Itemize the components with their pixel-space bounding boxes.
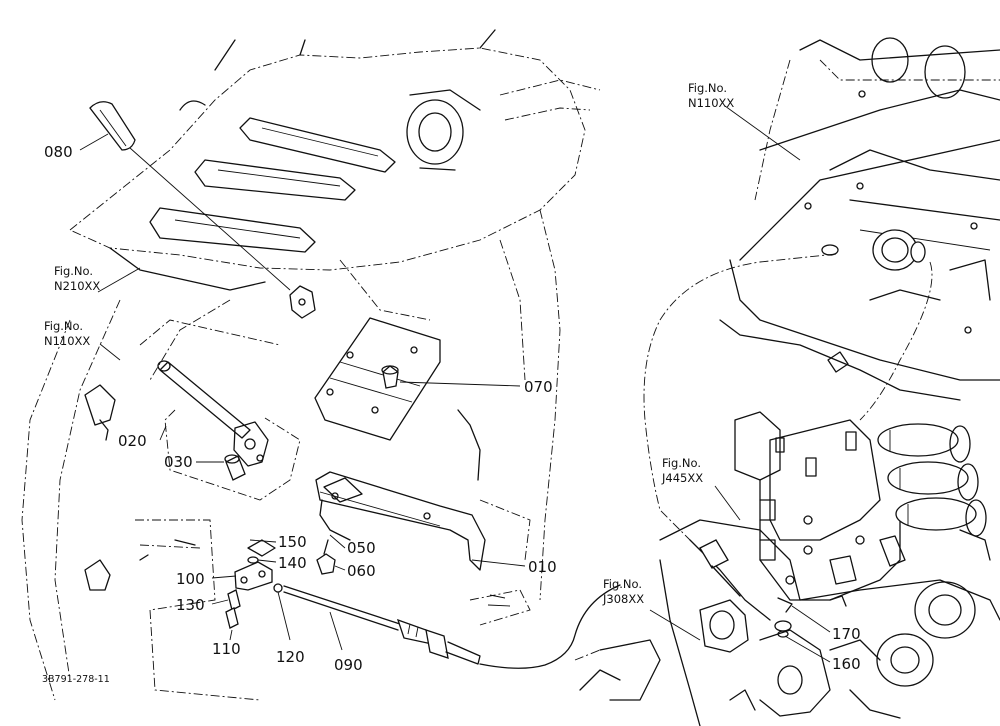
main-bracket (315, 471, 486, 571)
clevis (225, 539, 283, 629)
cable-end (689, 539, 847, 638)
fig-ref-j308xx-line2: J308XX (602, 592, 644, 606)
figure-references: Fig.No. N210XX Fig.No. N110XX Fig.No. N1… (44, 81, 734, 606)
fig-ref-n210xx-line1: Fig.No. (54, 264, 93, 278)
fig-ref-j308xx-line1: Fig.No. (603, 577, 642, 591)
fig-ref-n110xx-left-line2: N110XX (44, 334, 90, 348)
part-label-060: 060 (347, 562, 376, 580)
part-labels: 080 070 020 030 150 050 140 060 010 100 … (44, 143, 861, 674)
part-label-050: 050 (347, 539, 376, 557)
valve-body (574, 519, 1000, 726)
part-label-120: 120 (276, 648, 305, 666)
part-label-020: 020 (118, 432, 147, 450)
shift-lever (139, 319, 301, 501)
cable-route (479, 253, 933, 669)
lever-knob (89, 101, 291, 291)
part-label-140: 140 (278, 554, 307, 572)
part-label-070: 070 (524, 378, 553, 396)
bushing (224, 454, 246, 481)
part-label-110: 110 (212, 640, 241, 658)
fig-ref-n210xx-line2: N210XX (54, 279, 100, 293)
fig-ref-n110xx-left-line1: Fig.No. (44, 319, 83, 333)
valve-assembly (734, 411, 991, 601)
small-bracket (289, 285, 316, 319)
drawing-code: 3B791-278-11 (42, 674, 110, 685)
part-label-030: 030 (164, 453, 193, 471)
part-label-080: 080 (44, 143, 73, 161)
fig-ref-n110xx-right-line1: Fig.No. (688, 81, 727, 95)
fender-panel (69, 29, 601, 291)
upper-plate (314, 317, 441, 441)
part-label-100: 100 (176, 570, 205, 588)
part-label-090: 090 (334, 656, 363, 674)
fig-ref-n110xx-right-line2: N110XX (688, 96, 734, 110)
left-frame (21, 209, 561, 701)
part-label-170: 170 (832, 625, 861, 643)
fig-ref-j445xx-line1: Fig.No. (662, 456, 701, 470)
control-cable (283, 585, 481, 665)
part-label-150: 150 (278, 533, 307, 551)
part-label-160: 160 (832, 655, 861, 673)
fig-ref-j445xx-line2: J445XX (661, 471, 703, 485)
leader-lines (79, 105, 831, 663)
engine-block (719, 37, 1000, 401)
bolt (316, 539, 336, 575)
part-label-010: 010 (528, 558, 557, 576)
part-label-130: 130 (176, 596, 205, 614)
